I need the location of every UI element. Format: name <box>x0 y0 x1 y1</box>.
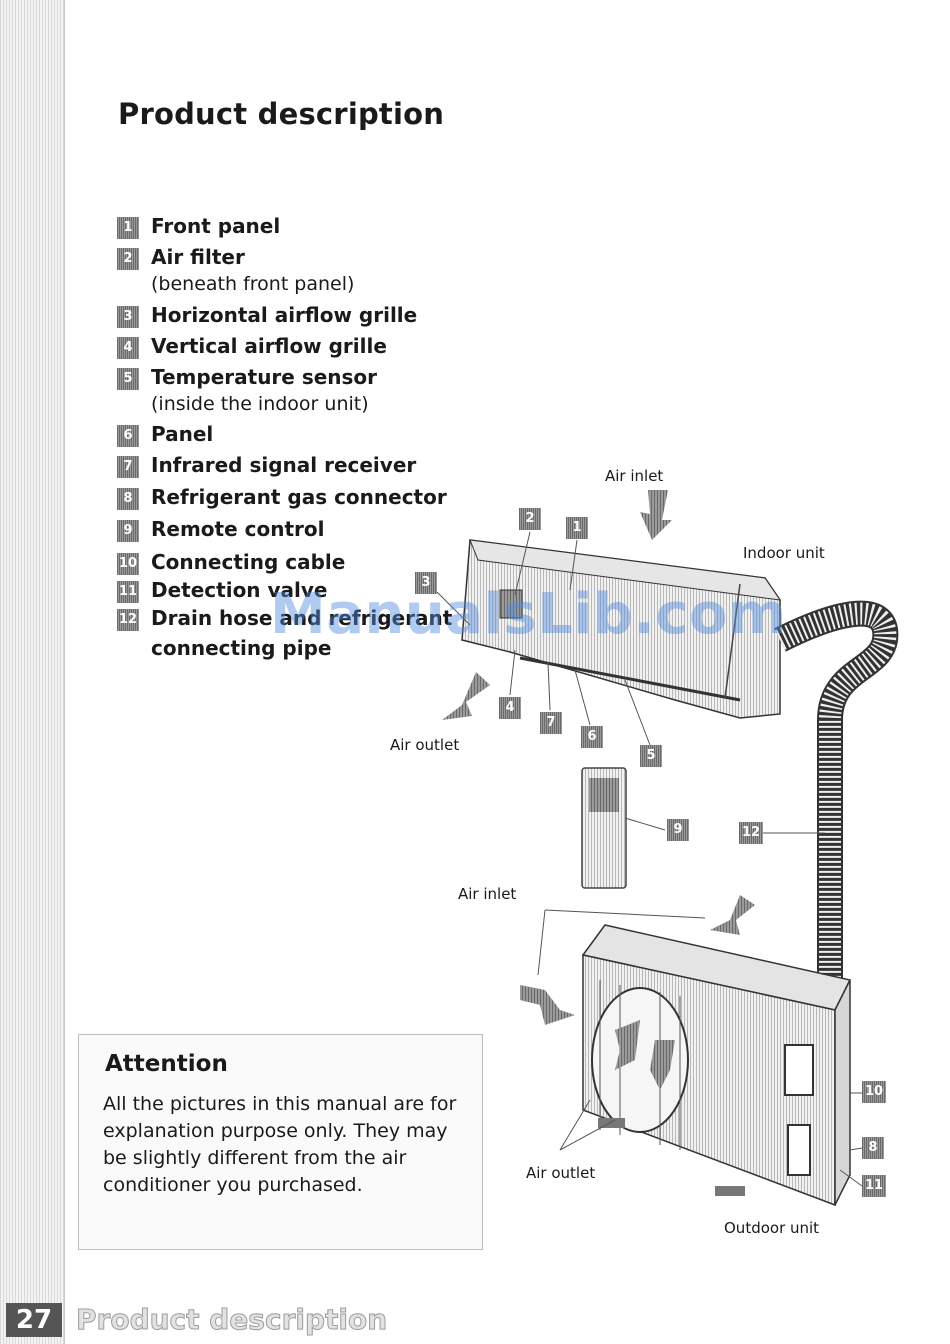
part-name: Temperature sensor <box>151 365 378 389</box>
part-name: Vertical airflow grille <box>151 334 387 358</box>
part-name: Horizontal airflow grille <box>151 303 418 327</box>
part-name: Panel <box>151 422 214 446</box>
attention-title: Attention <box>105 1051 228 1077</box>
attention-body: All the pictures in this manual are for … <box>103 1093 457 1196</box>
airflow-arrows <box>442 490 755 1090</box>
part-number-badge: 3 <box>117 306 139 328</box>
part-number-badge: 9 <box>117 520 139 542</box>
part-number-badge: 5 <box>117 368 139 390</box>
label-outdoor-unit: Outdoor unit <box>724 1219 820 1237</box>
callout-badge-5: 5 <box>640 745 662 767</box>
callout-badge-11: 11 <box>862 1175 886 1197</box>
callout-badge-10: 10 <box>862 1081 886 1103</box>
part-number-badge: 4 <box>117 337 139 359</box>
part-name: Detection valve <box>151 578 328 602</box>
label-indoor-unit: Indoor unit <box>743 544 825 562</box>
callout-badge-1: 1 <box>566 517 588 539</box>
part-number-badge: 10 <box>117 553 139 575</box>
callout-badge-6: 6 <box>581 726 603 748</box>
part-number-badge: 6 <box>117 425 139 447</box>
callout-badge-12: 12 <box>739 822 763 844</box>
label-air-outlet-top: Air outlet <box>390 736 460 754</box>
callout-badge-9: 9 <box>667 819 689 841</box>
part-number-badge: 8 <box>117 488 139 510</box>
part-name: Air filter <box>151 245 245 269</box>
part-name: Connecting cable <box>151 550 346 574</box>
leader-lines <box>436 531 863 1187</box>
part-number-badge: 7 <box>117 456 139 478</box>
callout-badge-3: 3 <box>415 572 437 594</box>
part-note: connecting pipe <box>151 636 332 660</box>
part-note: (inside the indoor unit) <box>151 393 369 415</box>
outdoor-unit-illustration <box>581 924 852 1207</box>
attention-box: Attention All the pictures in this manua… <box>78 1034 483 1250</box>
part-number-badge: 11 <box>117 581 139 603</box>
part-number-badge: 2 <box>117 248 139 270</box>
callout-badge-2: 2 <box>519 508 541 530</box>
part-number-badge: 12 <box>117 609 139 631</box>
page-title: Product description <box>118 97 445 131</box>
part-name: Drain hose and refrigerant <box>151 606 453 630</box>
watermark: ManualsLib.com <box>270 582 787 647</box>
part-name: Refrigerant gas connector <box>151 485 447 509</box>
label-air-inlet-bottom: Air inlet <box>458 885 517 903</box>
callout-badge-7: 7 <box>540 712 562 734</box>
refrigerant-pipe-illustration <box>774 600 899 1150</box>
footer-section-title: Product description <box>75 1303 388 1337</box>
page-number: 27 <box>6 1303 62 1337</box>
callout-badge-8: 8 <box>862 1137 884 1159</box>
part-number-badge: 1 <box>117 217 139 239</box>
side-decorative-strip <box>0 0 65 1344</box>
page-footer: 27 Product description <box>0 1297 400 1344</box>
callout-badge-4: 4 <box>499 697 521 719</box>
part-name: Remote control <box>151 517 325 541</box>
part-note: (beneath front panel) <box>151 273 355 295</box>
remote-control-illustration <box>581 767 627 889</box>
indoor-unit-illustration <box>461 539 782 719</box>
label-air-outlet-bottom: Air outlet <box>526 1164 596 1182</box>
part-name: Infrared signal receiver <box>151 453 417 477</box>
part-name: Front panel <box>151 214 281 238</box>
label-air-inlet-top: Air inlet <box>605 467 664 485</box>
